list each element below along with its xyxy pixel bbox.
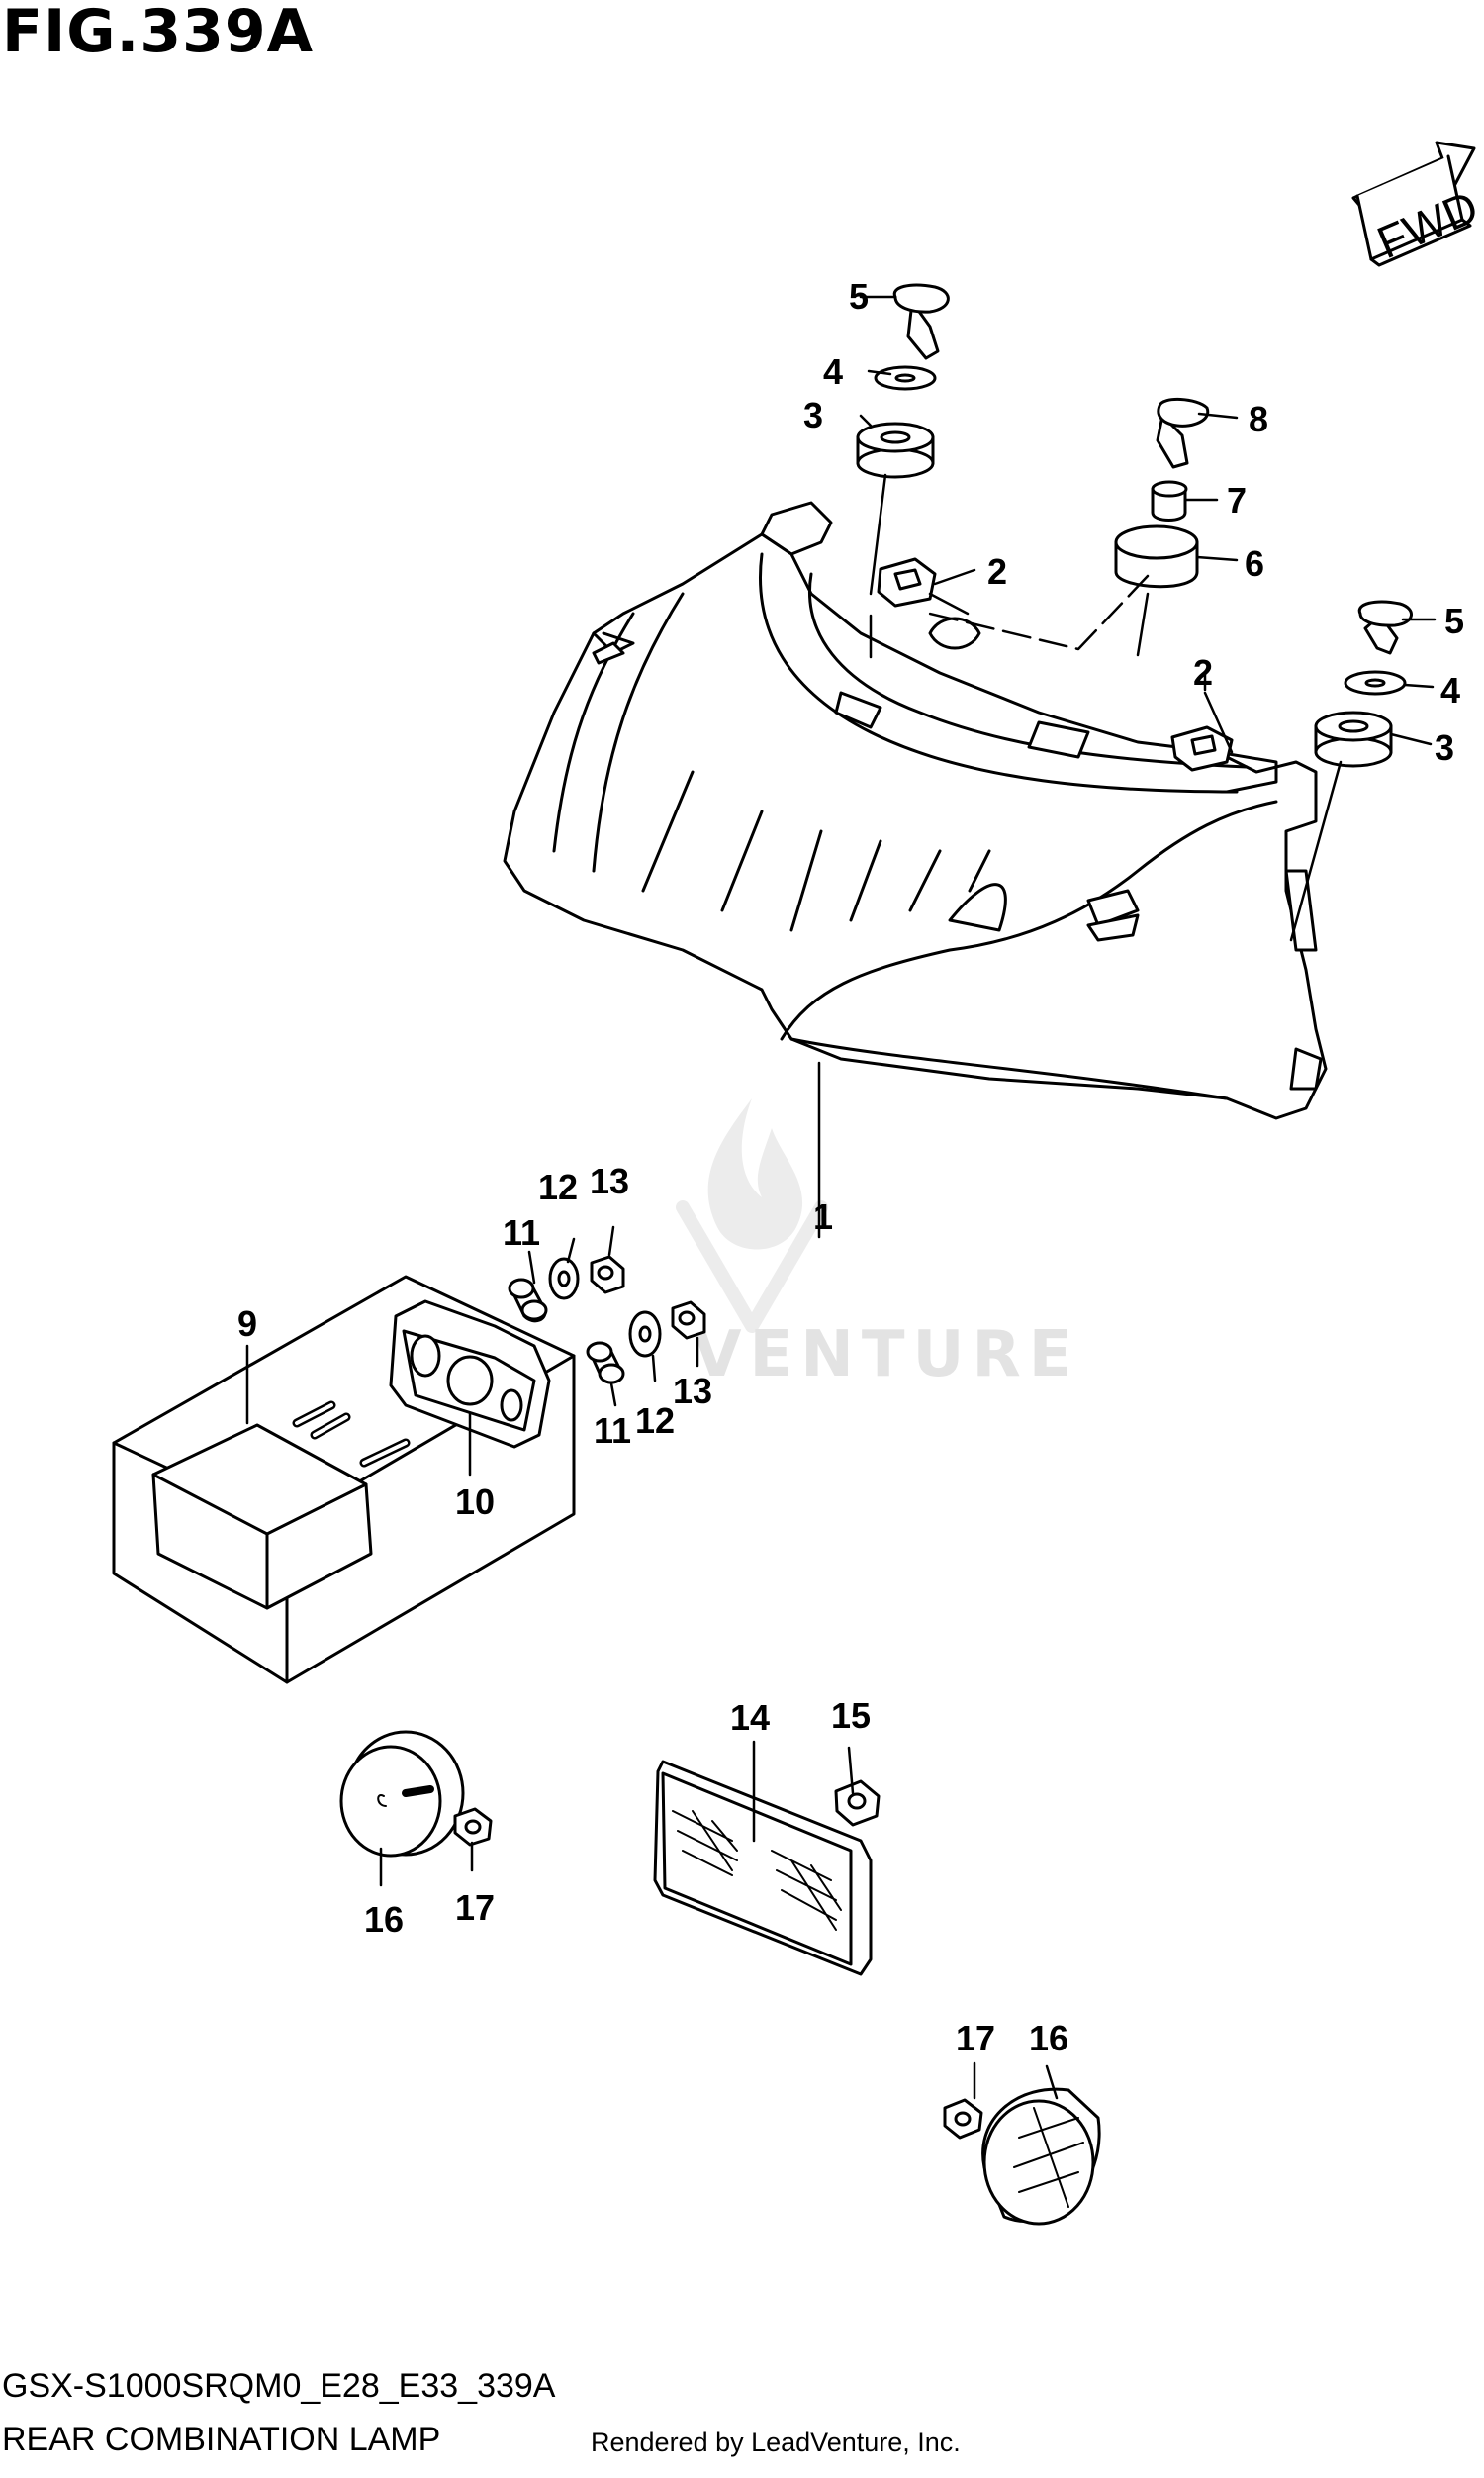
part-round-reflector-left [339,1730,465,1858]
part-gasket [389,1299,551,1449]
diagram-code: GSX-S1000SRQM0_E28_E33_339A [2,2367,556,2405]
callout-12-upper: 12 [538,1167,578,1207]
callout-17-right: 17 [956,2018,995,2058]
watermark-text: VENTURE [693,1318,1079,1391]
part-bolt-upper [1156,398,1210,469]
part-reflector-nut-right [943,2098,983,2140]
callout-11-upper: 11 [503,1212,540,1253]
part-washer-right [1344,670,1407,696]
part-washer-upper [548,1257,580,1300]
callout-1: 1 [813,1196,833,1237]
part-reflector [653,1760,873,1976]
part-reflector-nut-left [453,1807,493,1847]
part-bolt-right [1357,600,1413,655]
callout-2-right: 2 [1193,652,1213,693]
part-washer-lower [628,1310,662,1358]
callout-10: 10 [455,1481,495,1522]
part-bolt-left [892,283,950,360]
part-cushion [1114,524,1199,589]
callout-14: 14 [730,1697,770,1738]
callout-16-left: 16 [364,1899,404,1940]
callout-13-upper: 13 [590,1161,629,1201]
leader-lines [245,295,1437,2100]
watermark: VENTURE [676,1098,1079,1391]
callout-2-upper: 2 [987,551,1007,592]
fwd-arrow-icon: FWD [1351,141,1484,268]
callout-5-right: 5 [1444,601,1464,641]
part-grommet-left [856,422,935,479]
callout-9: 9 [237,1303,257,1344]
callout-13-lower: 13 [673,1371,712,1411]
part-nut-lower [671,1300,706,1340]
callout-16-right: 16 [1029,2018,1068,2058]
part-grommet-right [1314,711,1393,768]
part-collar [1151,480,1188,522]
part-clip-right [1170,725,1234,772]
part-nut-upper [590,1255,625,1294]
callout-5-left: 5 [849,276,869,317]
callout-8: 8 [1249,399,1268,439]
callout-3-right: 3 [1435,727,1454,768]
callout-12-lower: 12 [635,1400,675,1441]
callout-7: 7 [1227,480,1247,521]
callout-3-left: 3 [803,395,823,435]
part-collar-upper [508,1278,548,1323]
callout-11-lower: 11 [594,1410,631,1451]
diagram-name: REAR COMBINATION LAMP [2,2421,441,2458]
part-clip-upper [877,557,937,608]
part-round-reflector-right [981,2087,1101,2226]
part-washer-left [874,365,937,391]
callout-17-left: 17 [455,1887,495,1928]
figure-title: FIG.339A [2,0,315,66]
part-collar-lower [586,1341,625,1384]
callout-6: 6 [1245,543,1264,584]
callout-4-right: 4 [1440,670,1460,711]
credit-text: Rendered by LeadVenture, Inc. [591,2428,961,2457]
callout-labels: 1 2 2 3 3 4 4 5 5 6 7 8 9 10 11 11 12 12… [237,276,1464,2058]
part-reflector-nut [834,1779,881,1827]
callout-4-left: 4 [823,351,843,392]
callout-15: 15 [831,1695,871,1736]
part-lamp-housing [503,501,1328,1120]
